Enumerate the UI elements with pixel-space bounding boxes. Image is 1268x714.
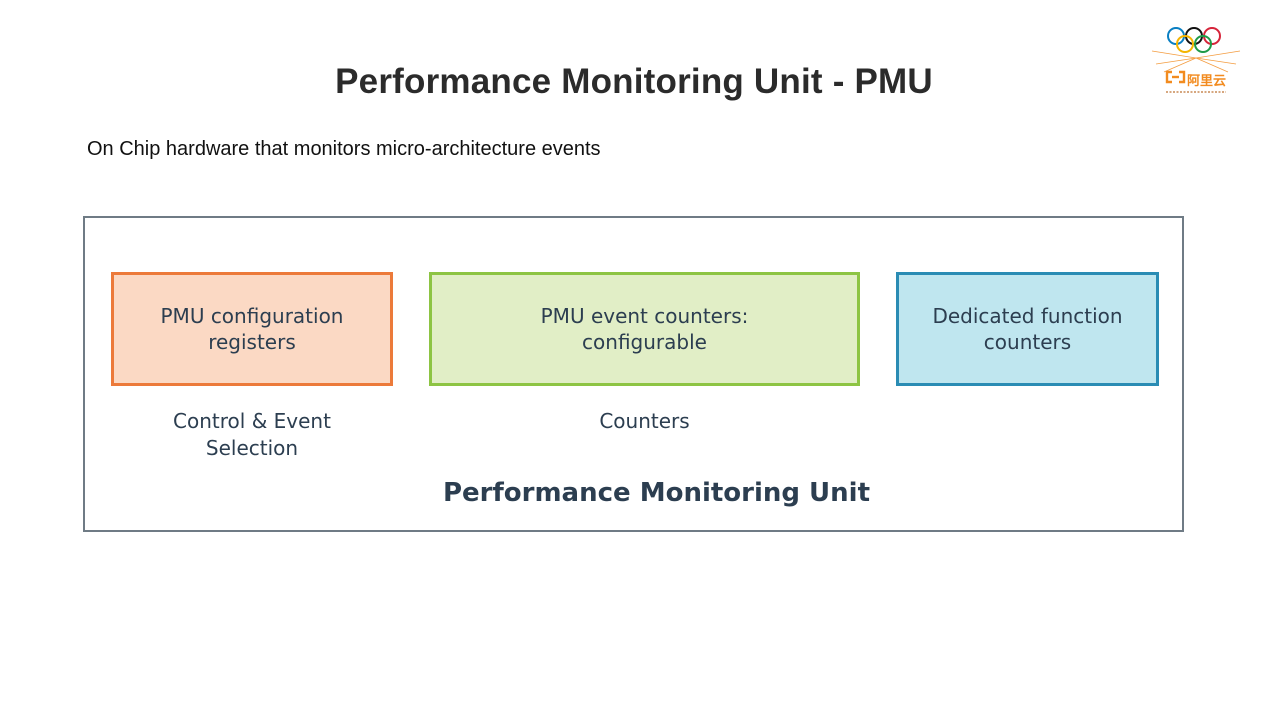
- pmu-event-counters-block: PMU event counters: configurable: [429, 272, 860, 386]
- aliyun-olympic-logo: 阿里云: [1148, 24, 1244, 98]
- olympic-rings-icon: [1151, 27, 1241, 93]
- slide-title: Performance Monitoring Unit - PMU: [335, 62, 933, 101]
- dedicated-function-counters-block: Dedicated function counters: [896, 272, 1159, 386]
- pmu-configuration-registers-block: PMU configuration registers: [111, 272, 393, 386]
- slide-subtitle: On Chip hardware that monitors micro-arc…: [87, 138, 601, 160]
- control-event-selection-caption: Control & Event Selection: [173, 409, 331, 460]
- aliyun-brand-text: 阿里云: [1187, 74, 1227, 89]
- counters-caption: Counters: [599, 409, 690, 433]
- pmu-frame-label: Performance Monitoring Unit: [442, 478, 871, 508]
